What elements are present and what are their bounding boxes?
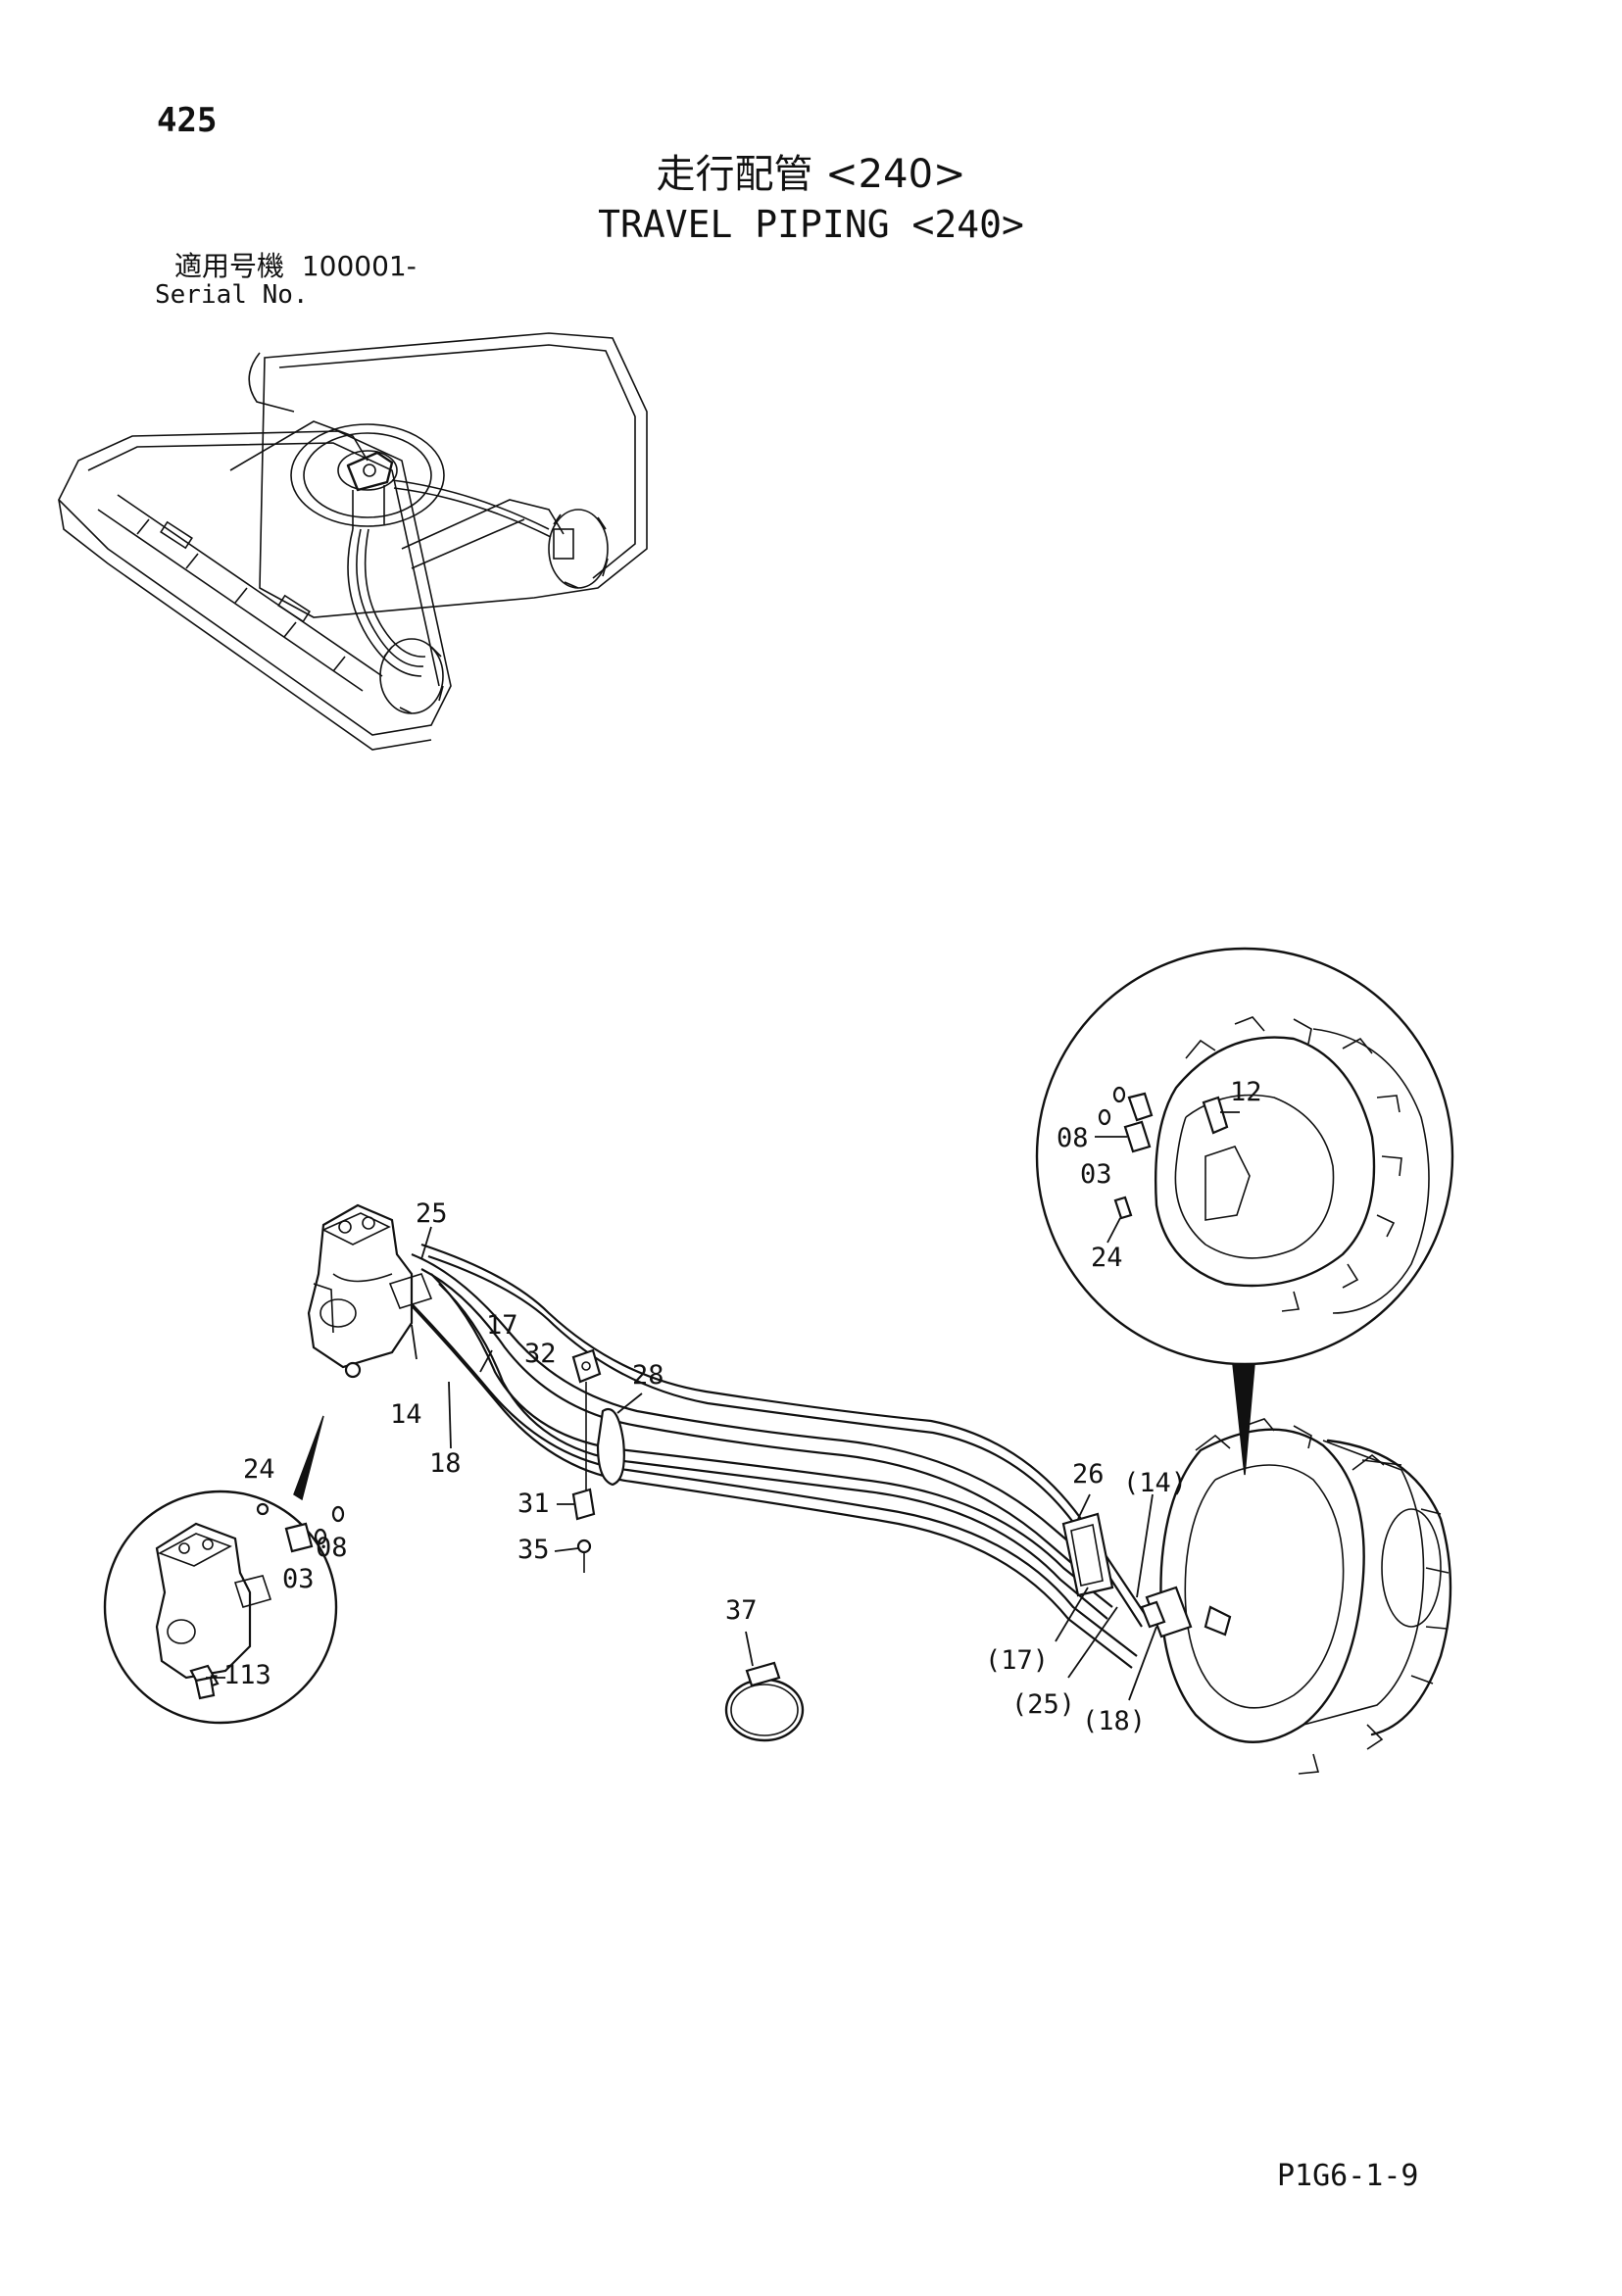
serial-label-jp: 適用号機 [174,250,285,282]
callout-32: 32 [524,1339,557,1369]
detail-circle-center-joint [103,1490,345,1725]
undercarriage-overview-drawing [58,332,648,751]
callout-25-ref: (25) [1011,1689,1075,1720]
callout-24-right: 24 [1091,1243,1123,1273]
clamp-31 [571,1488,596,1521]
document-code: P1G6-1-9 [1277,2159,1419,2193]
bolt-35 [576,1539,592,1573]
callout-14: 14 [390,1399,422,1430]
callout-03-right: 03 [1080,1159,1112,1190]
hose-band-37 [724,1661,805,1742]
travel-motor-drawing [1140,1418,1452,1775]
callout-31: 31 [517,1489,550,1519]
callout-26: 26 [1072,1459,1105,1490]
callout-35: 35 [517,1535,550,1565]
callout-17: 17 [486,1310,518,1341]
callout-18-ref: (18) [1082,1706,1146,1736]
serial-applicability: 適用号機 100001- [174,253,417,280]
serial-value: 100001- [301,250,417,282]
callout-113: 113 [223,1660,271,1690]
callout-18: 18 [429,1448,462,1479]
callout-24-left: 24 [243,1454,275,1485]
callout-14-ref: (14) [1123,1468,1187,1498]
callout-leader-lines [206,1111,1240,1701]
title-english: TRAVEL PIPING <240> [598,203,1024,246]
callout-12: 12 [1230,1077,1262,1107]
serial-label-en: Serial No. [155,280,309,310]
detail-leader-left [293,1415,324,1501]
title-japanese: 走行配管 <240> [656,152,966,197]
clamp-plate-32 [571,1348,602,1494]
page-number: 425 [157,101,218,140]
detail-leader-right [1232,1363,1255,1476]
callout-03-left: 03 [282,1564,315,1594]
callout-labels: 25 17 32 28 14 18 31 35 37 26 (14) (17) … [206,1077,1262,1736]
callout-08-right: 08 [1057,1123,1089,1153]
detail-circle-travel-motor [1035,947,1454,1366]
callout-28: 28 [632,1360,664,1391]
hose-band-26 [1061,1512,1114,1597]
callout-25: 25 [416,1198,448,1229]
hose-band-28 [596,1408,625,1487]
callout-17-ref: (17) [985,1645,1049,1676]
callout-37: 37 [725,1595,758,1626]
center-joint-drawing [307,1203,433,1379]
hose-bundle [391,1243,1148,1669]
callout-113-dash: - [206,1660,221,1690]
callout-08-left: 08 [316,1533,348,1563]
